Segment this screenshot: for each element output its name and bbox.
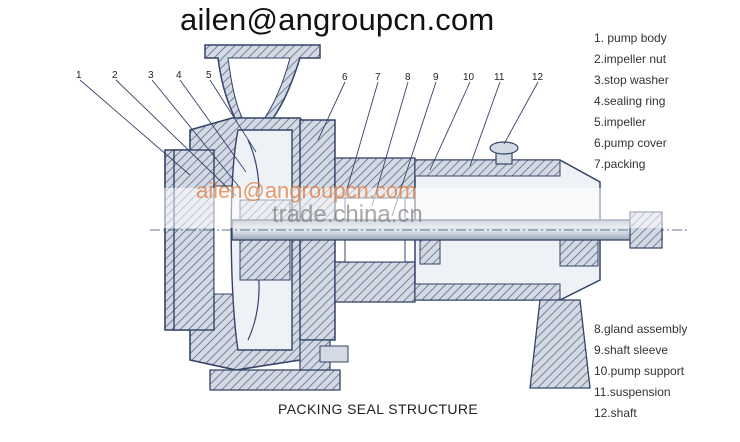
callout-9: 9	[433, 72, 439, 83]
discharge-nozzle	[204, 44, 321, 126]
callout-leaders	[79, 79, 539, 217]
callout-8: 8	[405, 72, 411, 83]
callout-11: 11	[494, 72, 505, 83]
legend-item: 10.pump support	[594, 364, 685, 378]
callout-12: 12	[532, 72, 544, 83]
legend-item: 7.packing	[594, 157, 646, 171]
legend-item: 3.stop washer	[594, 73, 669, 87]
diagram-caption: PACKING SEAL STRUCTURE	[278, 401, 479, 417]
callout-1: 1	[76, 70, 82, 81]
callout-numbers: 1 2 3 4 5 6 7 8 9 10 11 12	[76, 70, 544, 83]
callout-5: 5	[206, 70, 212, 81]
watermark-site: trade.china.cn	[272, 201, 423, 228]
callout-4: 4	[176, 70, 182, 81]
legend-item: 4.sealing ring	[594, 94, 666, 108]
legend-item: 6.pump cover	[594, 136, 667, 150]
legend-item: 2.impeller nut	[594, 52, 667, 66]
pump-support	[209, 299, 591, 391]
legend-item: 12.shaft	[594, 406, 637, 420]
watermark-band: ailen@angroupcn.com trade.china.cn	[160, 178, 668, 228]
callout-3: 3	[148, 70, 154, 81]
header-email: ailen@angroupcn.com	[180, 2, 495, 37]
callout-7: 7	[375, 72, 381, 83]
legend-item: 5.impeller	[594, 115, 647, 129]
legend-top-list: 1. pump body 2.impeller nut 3.stop washe…	[594, 28, 669, 175]
legend-item: 9.shaft sleeve	[594, 343, 669, 357]
watermark-email: ailen@angroupcn.com	[196, 178, 416, 203]
legend-bottom-list: 8.gland assembly 9.shaft sleeve 10.pump …	[594, 319, 687, 424]
callout-6: 6	[342, 72, 348, 83]
callout-2: 2	[112, 70, 118, 81]
legend-item: 1. pump body	[594, 31, 667, 45]
oil-cap	[489, 141, 519, 165]
legend-item: 8.gland assembly	[594, 322, 688, 336]
callout-10: 10	[463, 72, 475, 83]
legend-item: 11.suspension	[594, 385, 671, 399]
